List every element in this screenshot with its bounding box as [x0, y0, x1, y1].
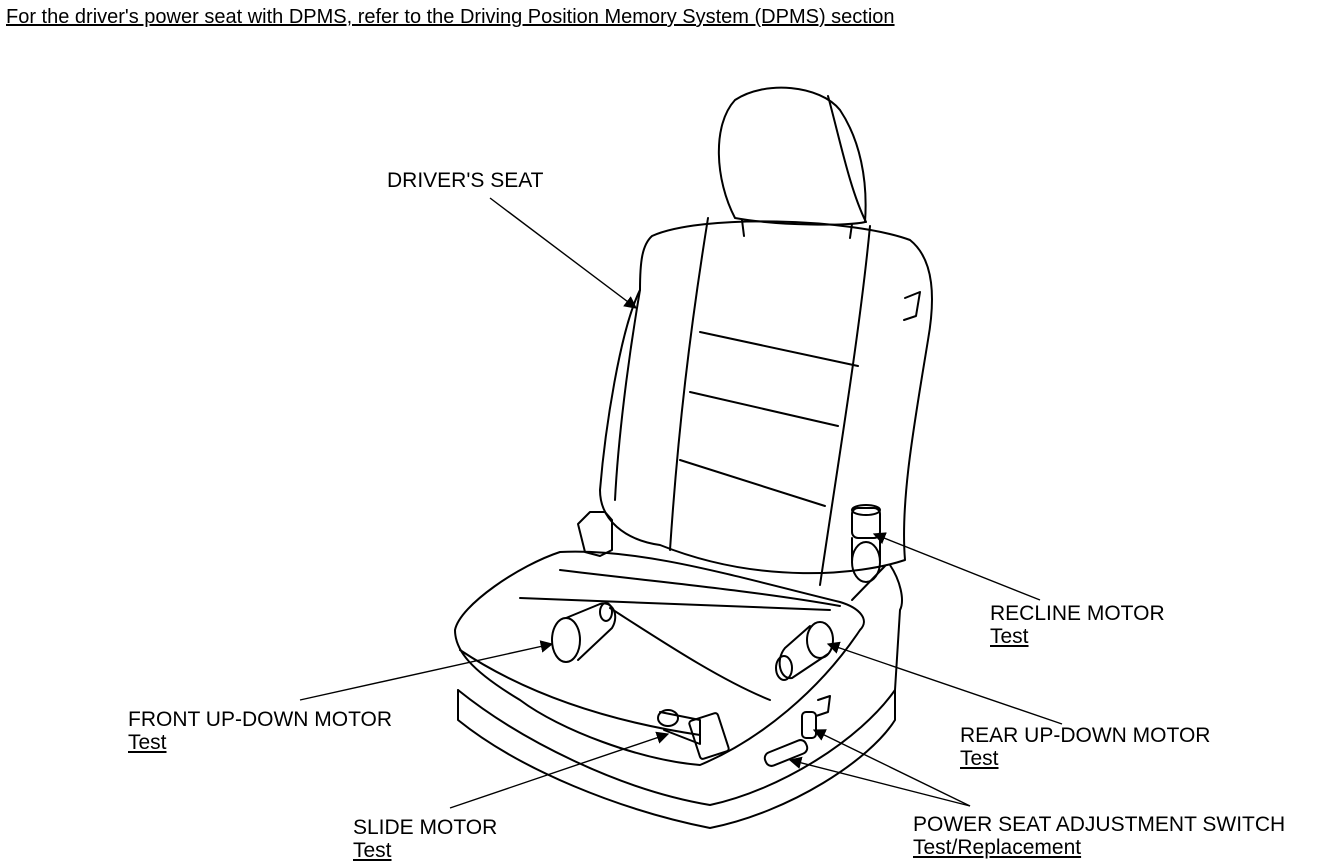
power-seat-switch-label: POWER SEAT ADJUSTMENT SWITCH Test/Replac…	[913, 813, 1286, 859]
seat-base	[457, 564, 903, 806]
rear-up-down-motor-icon	[775, 621, 834, 681]
front-up-down-motor-label: FRONT UP-DOWN MOTOR Test	[128, 708, 393, 754]
slide-motor-icon	[657, 709, 730, 760]
recline-motor-leader	[872, 532, 1041, 601]
seat-cushion	[454, 550, 865, 766]
switch-leader-lower	[788, 756, 971, 807]
rear-up-down-motor-test-link[interactable]: Test	[960, 747, 999, 770]
switch-leader-upper	[812, 729, 971, 807]
recline-motor-icon	[851, 504, 881, 583]
slide-motor-leader	[449, 731, 670, 809]
front-up-down-motor-icon	[551, 602, 617, 663]
side-lever	[577, 511, 613, 557]
front-up-down-motor-test-link[interactable]: Test	[128, 731, 167, 754]
dpms-section-link[interactable]: For the driver's power seat with DPMS, r…	[6, 6, 895, 28]
slide-motor-test-link[interactable]: Test	[353, 839, 392, 862]
drivers-seat-leader	[489, 197, 638, 309]
power-seat-switch-test-link[interactable]: Test/Replacement	[913, 836, 1082, 859]
rear-up-down-motor-label: REAR UP-DOWN MOTOR Test	[960, 724, 1211, 770]
power-seat-switch-icon	[763, 695, 831, 767]
recline-motor-test-link[interactable]: Test	[990, 625, 1029, 648]
recline-motor-label: RECLINE MOTOR Test	[990, 602, 1165, 648]
slide-motor-label: SLIDE MOTOR Test	[353, 816, 498, 862]
front-up-down-motor-leader	[299, 640, 554, 701]
seat-back	[599, 220, 933, 575]
drivers-seat-label: DRIVER'S SEAT	[387, 169, 544, 192]
rear-up-down-motor-leader	[826, 641, 1063, 725]
